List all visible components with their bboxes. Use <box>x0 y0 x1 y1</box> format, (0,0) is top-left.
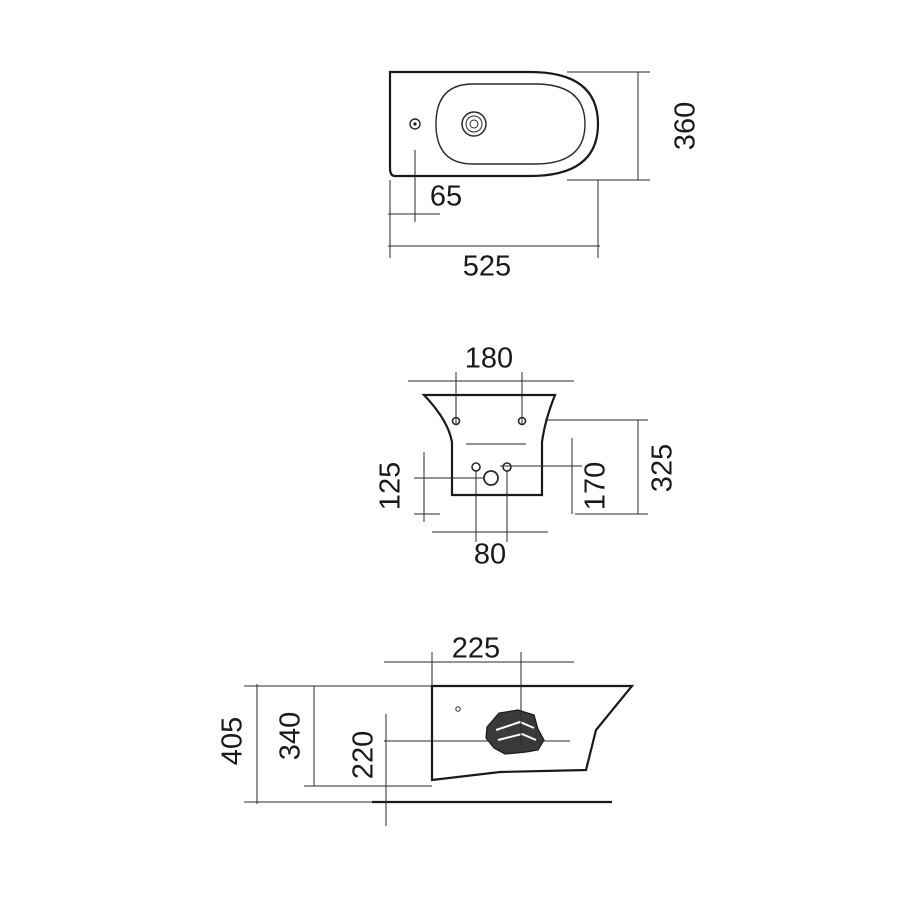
side-view-outline <box>430 684 635 782</box>
side-view: 225 405 340 220 <box>217 633 635 826</box>
lower-bolt-left <box>471 462 481 472</box>
drain-mid-circle <box>465 115 483 133</box>
dim-125-label: 125 <box>375 462 407 510</box>
bowl-inner-outline <box>435 83 586 165</box>
water-outlet-fitting <box>485 709 545 755</box>
drain-outer-circle <box>461 111 487 137</box>
dim-405-label: 405 <box>217 717 249 765</box>
tap-hole <box>409 118 421 130</box>
dim-170-label: 170 <box>580 462 612 510</box>
rear-view: 180 325 170 125 80 <box>375 343 679 571</box>
dim-360-label: 360 <box>670 102 702 150</box>
fitting-highlight <box>495 720 537 741</box>
dim-80-label: 80 <box>474 539 506 571</box>
dim-225-label: 225 <box>452 633 500 665</box>
water-inlet <box>483 470 499 486</box>
side-tap-hole <box>455 706 461 712</box>
dim-220-label: 220 <box>348 731 380 779</box>
dim-325-label: 325 <box>647 444 679 492</box>
drain-inner-circle <box>469 119 479 129</box>
dim-180-label: 180 <box>465 343 513 375</box>
top-view: 360 65 525 <box>388 70 702 283</box>
tap-hole-center <box>413 122 417 126</box>
dim-65-label: 65 <box>430 181 462 213</box>
rear-view-outline <box>421 393 557 497</box>
dim-525-label: 525 <box>463 251 511 283</box>
dim-340-label: 340 <box>275 712 307 760</box>
lower-bolt-right <box>502 462 512 472</box>
top-view-outline <box>388 70 600 178</box>
